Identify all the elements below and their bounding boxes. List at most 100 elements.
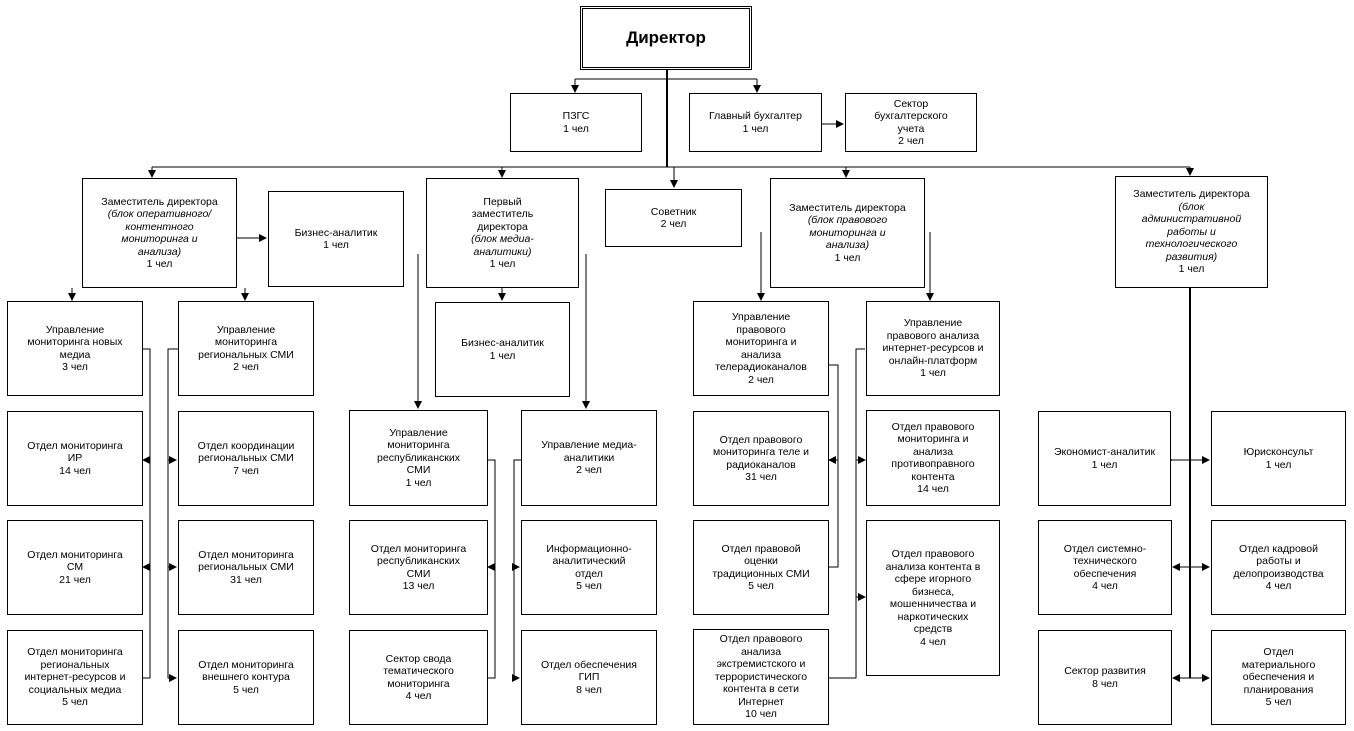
coord-regional-div-box: Отдел координации региональных СМИ 7 чел xyxy=(178,411,314,506)
ir-div-box: Отдел мониторинга ИР 14 чел xyxy=(7,411,143,506)
advisor-label: Советник xyxy=(650,205,697,218)
republican-dept-label: республиканских xyxy=(377,451,460,464)
hr-div-box: Отдел кадровой работы и делопроизводства… xyxy=(1211,520,1346,615)
economist-label: Экономист-аналитик xyxy=(1053,446,1156,458)
extremist-div-label: Отдел правового xyxy=(719,633,803,646)
accounting-sector-label: учета xyxy=(897,122,925,135)
economist-box: Экономист-аналитик 1 чел xyxy=(1038,411,1171,506)
accounting-sector-box: Сектор бухгалтерского учета 2 чел xyxy=(845,93,977,152)
trad-media-div-label: оценки xyxy=(744,555,778,567)
deputy-legal-subtitle: (блок правового xyxy=(807,214,888,227)
illegal-content-div-box: Отдел правового мониторинга и анализа пр… xyxy=(866,410,1000,506)
republican-div-label: Отдел мониторинга xyxy=(370,542,467,555)
republican-div-label: СМИ xyxy=(406,567,431,580)
extremist-div-box: Отдел правового анализа экстремистского … xyxy=(693,629,829,725)
regional-mon-div-label: Отдел мониторинга xyxy=(198,548,294,561)
info-analytic-div-box: Информационно- аналитический отдел 5 чел xyxy=(521,520,657,615)
business-analyst-2-box: Бизнес-аналитик 1 чел xyxy=(435,302,570,397)
deputy-operational-title: Заместитель директора xyxy=(101,195,218,208)
gip-div-label: Отдел обеспечения xyxy=(541,658,637,671)
tv-legal-dept-label: Управление xyxy=(731,311,791,323)
regional-ir-div-label: интернет-ресурсов и xyxy=(24,671,126,684)
business-analyst-2-label: Бизнес-аналитик xyxy=(461,337,544,349)
regional-media-dept-label: Управление xyxy=(216,323,276,336)
republican-dept-label: Управление xyxy=(389,426,448,439)
systems-div-count: 4 чел xyxy=(1092,580,1118,592)
gambling-div-count: 4 чел xyxy=(920,635,946,648)
tv-legal-dept-label: телерадиоканалов xyxy=(715,361,807,373)
regional-ir-div-label: социальных медиа xyxy=(28,683,122,696)
gip-div-label: ГИП xyxy=(578,671,600,684)
coord-regional-div-label: Отдел координации xyxy=(197,439,295,452)
internet-legal-dept-box: Управление правового анализа интернет-ре… xyxy=(866,301,1000,396)
deputy-legal-title: Заместитель директора xyxy=(789,201,906,214)
gambling-div-label: средств xyxy=(913,623,953,635)
systems-div-label: технического xyxy=(1073,555,1137,567)
first-deputy-title: Первый xyxy=(483,195,522,208)
gambling-div-label: Отдел правового xyxy=(891,548,975,560)
external-div-box: Отдел мониторинга внешнего контура 5 чел xyxy=(178,630,314,725)
first-deputy-box: Первый заместитель директора (блок медиа… xyxy=(426,178,579,288)
coord-regional-div-label: региональных СМИ xyxy=(198,452,294,465)
external-div-label: Отдел мониторинга xyxy=(198,658,294,671)
first-deputy-subtitle: (блок медиа- xyxy=(471,233,534,245)
deputy-operational-subtitle: анализа) xyxy=(137,245,182,258)
accounting-sector-label: бухгалтерского xyxy=(874,110,948,122)
trad-media-div-label: традиционных СМИ xyxy=(712,567,810,580)
info-analytic-div-count: 5 чел xyxy=(576,580,602,592)
deputy-operational-box: Заместитель директора (блок оперативного… xyxy=(82,178,237,288)
tv-legal-dept-label: правового xyxy=(736,323,786,336)
sm-div-box: Отдел мониторинга СМ 21 чел xyxy=(7,520,143,615)
internet-legal-dept-count: 1 чел xyxy=(920,367,946,380)
hr-div-label: Отдел кадровой xyxy=(1239,542,1318,555)
sm-div-label: СМ xyxy=(66,561,84,574)
deputy-admin-subtitle: развития) xyxy=(1165,250,1218,263)
ir-div-count: 14 чел xyxy=(59,464,91,477)
director-title: Директор xyxy=(626,27,706,47)
deputy-legal-count: 1 чел xyxy=(834,251,861,264)
ir-div-label: Отдел мониторинга xyxy=(27,439,123,452)
business-analyst-1-count: 1 чел xyxy=(323,239,349,251)
tv-legal-div-label: радиоканалов xyxy=(726,458,796,471)
gambling-div-label: сфере игорного xyxy=(894,573,972,585)
deputy-operational-count: 1 чел xyxy=(146,258,173,270)
tv-legal-div-box: Отдел правового мониторинга теле и радио… xyxy=(693,411,829,506)
gip-div-box: Отдел обеспечения ГИП 8 чел xyxy=(521,630,657,725)
internet-legal-dept-label: интернет-ресурсов и xyxy=(882,342,984,355)
republican-div-count: 13 чел xyxy=(402,580,435,592)
trad-media-div-label: Отдел правовой xyxy=(721,542,801,555)
thematic-sector-label: мониторинга xyxy=(387,677,450,690)
coord-regional-div-count: 7 чел xyxy=(233,464,259,477)
sm-div-count: 21 чел xyxy=(59,573,91,586)
systems-div-label: Отдел системно- xyxy=(1063,542,1147,555)
gambling-div-label: бизнеса, xyxy=(911,585,955,598)
republican-div-label: республиканских xyxy=(377,555,460,567)
regional-media-dept-count: 2 чел xyxy=(233,361,259,373)
deputy-legal-subtitle: анализа) xyxy=(825,239,870,252)
business-analyst-1-label: Бизнес-аналитик xyxy=(294,226,378,239)
tv-legal-div-label: Отдел правового xyxy=(719,433,803,446)
gambling-div-box: Отдел правового анализа контента в сфере… xyxy=(866,520,1000,676)
material-div-label: обеспечения и xyxy=(1242,671,1315,684)
new-media-dept-count: 3 чел xyxy=(62,361,88,373)
dev-sector-label: Сектор развития xyxy=(1064,665,1146,677)
chief-accountant-box: Главный бухгалтер 1 чел xyxy=(689,93,822,152)
media-analytics-dept-label: Управление медиа- xyxy=(541,439,637,452)
regional-mon-div-box: Отдел мониторинга региональных СМИ 31 че… xyxy=(178,520,314,615)
illegal-content-div-label: мониторинга и xyxy=(897,433,969,445)
material-div-label: Отдел xyxy=(1263,646,1294,659)
deputy-admin-subtitle: административной xyxy=(1141,213,1242,226)
tv-legal-dept-box: Управление правового мониторинга и анали… xyxy=(693,301,829,396)
deputy-admin-subtitle: технологического xyxy=(1145,238,1238,251)
illegal-content-div-label: противоправного xyxy=(891,458,975,470)
trad-media-div-count: 5 чел xyxy=(748,580,774,592)
info-analytic-div-label: отдел xyxy=(575,567,603,580)
tv-legal-dept-label: анализа xyxy=(740,348,782,361)
media-analytics-dept-label: аналитики xyxy=(563,451,615,464)
internet-legal-dept-label: правового анализа xyxy=(886,329,980,342)
pzgs-count: 1 чел xyxy=(563,122,589,135)
republican-dept-count: 1 чел xyxy=(405,476,432,489)
tv-legal-div-label: мониторинга теле и xyxy=(712,446,810,458)
systems-div-label: обеспечения xyxy=(1073,567,1137,580)
